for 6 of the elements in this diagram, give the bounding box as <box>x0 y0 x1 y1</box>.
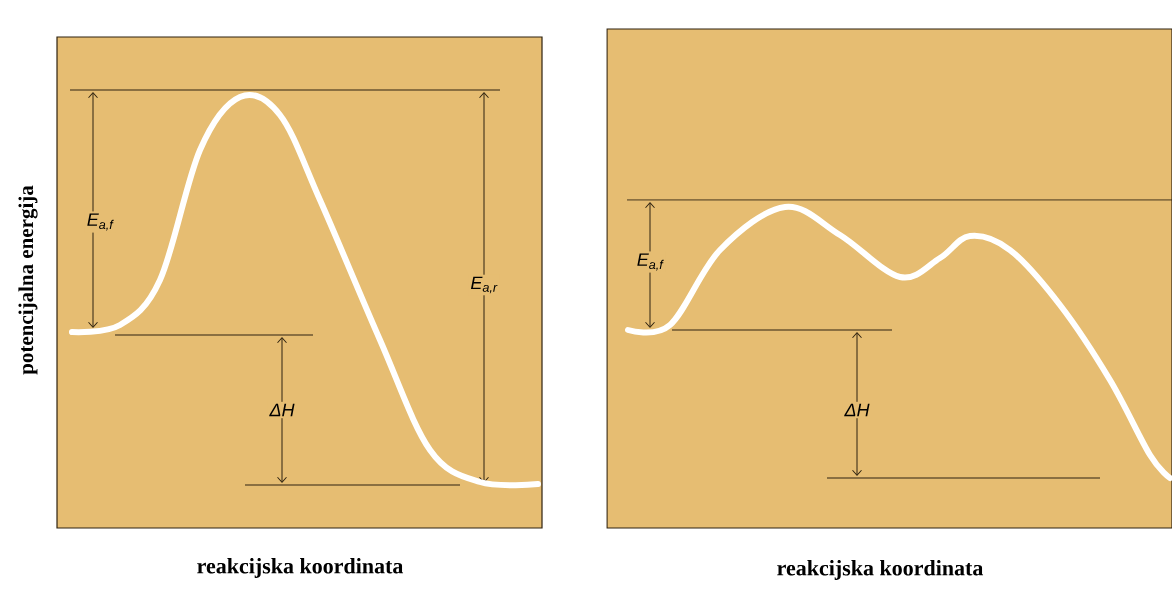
axis-title: potencijalna energija <box>18 185 38 375</box>
quantity-label: E$_{a,f}$ <box>84 211 116 233</box>
axis-title: reakcijska koordinata <box>197 558 404 578</box>
axis-title: reakcijska koordinata <box>777 560 984 580</box>
quantity-label: E$_{a,r}$ <box>468 274 500 296</box>
quantity-label: E$_{a,f}$ <box>634 251 666 273</box>
